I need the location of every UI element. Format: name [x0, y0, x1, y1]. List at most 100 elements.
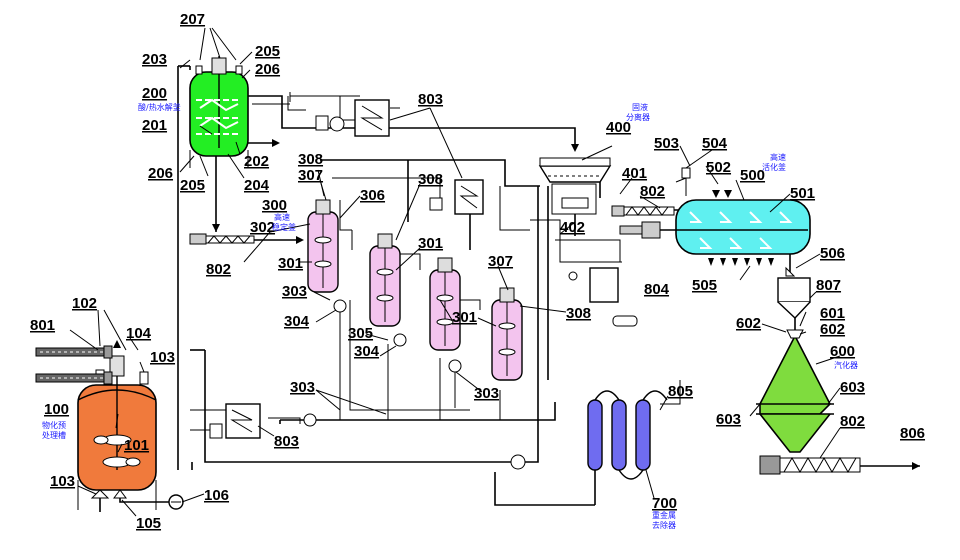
- label-308-right: 308: [566, 305, 591, 322]
- label-602-left: 602: [736, 315, 761, 332]
- label-304-a: 304: [284, 313, 310, 330]
- heavy-metal-remover-700: [587, 390, 668, 480]
- label-101: 101: [124, 437, 149, 454]
- label-506: 506: [820, 245, 845, 262]
- label-400: 400: [606, 119, 631, 136]
- caption-heavy-metal-1: 重金属: [652, 510, 676, 520]
- label-306: 306: [360, 187, 385, 204]
- label-602-right: 602: [820, 321, 845, 338]
- caption-pretreat-2: 处理槽: [42, 430, 66, 440]
- screw-conveyor-802-bottom: [759, 455, 920, 475]
- stabilizers-300: [303, 199, 526, 470]
- caption-activation-2: 活化釜: [762, 162, 786, 172]
- caption-activation-1: 高速: [770, 152, 786, 162]
- leader-lines: [69, 27, 841, 517]
- screw-conveyor-802-left: [189, 233, 304, 245]
- screw-conveyor-802-right: [611, 205, 675, 217]
- label-304-b: 304: [354, 343, 380, 360]
- label-205-bottom: 205: [180, 177, 205, 194]
- label-603-left: 603: [716, 411, 741, 428]
- label-202: 202: [244, 153, 269, 170]
- label-603-right: 603: [840, 379, 865, 396]
- label-303-c: 303: [474, 385, 499, 402]
- label-207: 207: [180, 11, 205, 28]
- label-200: 200: [142, 85, 167, 102]
- caption-pretreat-1: 物化预: [42, 420, 66, 430]
- caption-hydrolysis: 酸/热水解釜: [138, 102, 181, 112]
- label-802-left: 802: [206, 261, 231, 278]
- label-601: 601: [820, 305, 845, 322]
- pump-804: [612, 315, 638, 327]
- label-206-top: 206: [255, 61, 280, 78]
- label-600: 600: [830, 343, 855, 360]
- heat-exchanger-803-top: [315, 99, 390, 137]
- stabilizer-2: [369, 233, 401, 327]
- nozzles-505: [708, 258, 774, 266]
- gasifier-600: [756, 329, 834, 453]
- hydrolysis-reactor-200: [189, 56, 249, 168]
- caption-separator-2: 分离器: [626, 112, 650, 122]
- label-204: 204: [244, 177, 270, 194]
- label-802-right: 802: [640, 183, 665, 200]
- label-806: 806: [900, 425, 925, 442]
- label-803-bottom: 803: [274, 433, 299, 450]
- label-302: 302: [250, 219, 275, 236]
- solid-liquid-separator-400: [538, 157, 612, 215]
- label-503: 503: [654, 135, 679, 152]
- label-504: 504: [702, 135, 728, 152]
- caption-heavy-metal-2: 去除器: [652, 520, 676, 530]
- label-803-top: 803: [418, 91, 443, 108]
- label-300: 300: [262, 197, 287, 214]
- tank-308: [568, 267, 619, 303]
- stabilizer-1: [307, 199, 339, 293]
- label-402: 402: [560, 219, 585, 236]
- activation-reactor-500: [619, 167, 811, 266]
- caption-separator-1: 固液: [632, 102, 648, 112]
- label-102: 102: [72, 295, 97, 312]
- label-401: 401: [622, 165, 647, 182]
- label-103-top: 103: [150, 349, 175, 366]
- label-500: 500: [740, 167, 765, 184]
- feed-screws-801: [35, 345, 113, 385]
- label-308-mid: 308: [418, 171, 443, 188]
- label-303-b: 303: [290, 379, 315, 396]
- label-205-top: 205: [255, 43, 280, 60]
- label-201: 201: [142, 117, 167, 134]
- caption-stabilizer-2: 稳定釜: [272, 222, 296, 232]
- label-502: 502: [706, 159, 731, 176]
- label-307-right: 307: [488, 253, 513, 270]
- label-103-bottom: 103: [50, 473, 75, 490]
- label-804: 804: [644, 281, 670, 298]
- label-206-bottom: 206: [148, 165, 173, 182]
- label-807: 807: [816, 277, 841, 294]
- equipment-captions: 物化预 处理槽 酸/热水解釜 高速 稳定釜 固液 分离器 高速 活化釜 汽化器 …: [42, 102, 858, 530]
- label-301-c: 301: [452, 309, 477, 326]
- label-505: 505: [692, 277, 717, 294]
- pretreatment-tank-100: [77, 340, 157, 510]
- label-700: 700: [652, 495, 677, 512]
- label-802-bottom: 802: [840, 413, 865, 430]
- label-105: 105: [136, 515, 161, 532]
- label-301-b: 301: [418, 235, 443, 252]
- label-203: 203: [142, 51, 167, 68]
- nozzles-502: [712, 190, 732, 198]
- label-104: 104: [126, 325, 152, 342]
- label-301-a: 301: [278, 255, 303, 272]
- label-303-a: 303: [282, 283, 307, 300]
- hopper-807: [777, 266, 811, 319]
- stabilizer-4: [491, 287, 523, 381]
- label-305: 305: [348, 325, 373, 342]
- label-501: 501: [790, 185, 815, 202]
- label-100: 100: [44, 401, 69, 418]
- label-308-left: 308: [298, 151, 323, 168]
- part-number-labels: 207 205 206 203 200 201 202 206 205 204 …: [30, 11, 925, 532]
- caption-gasifier: 汽化器: [834, 360, 858, 370]
- stabilizer-3: [429, 257, 461, 351]
- heat-exchanger-803-bottom: [209, 403, 261, 439]
- pump-106: [168, 494, 184, 510]
- label-106: 106: [204, 487, 229, 504]
- heat-exchanger-803-mid: [429, 179, 484, 215]
- label-307-left: 307: [298, 167, 323, 184]
